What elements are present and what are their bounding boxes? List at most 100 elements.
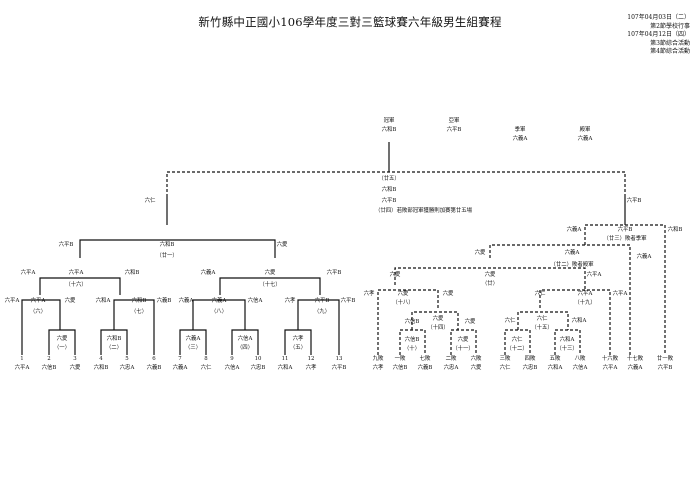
match-winner: 六信B bbox=[405, 335, 420, 343]
match-winner: 六愛 bbox=[57, 334, 68, 342]
match-winner: 六義A bbox=[212, 296, 227, 304]
match-right-team: 六愛 bbox=[277, 240, 288, 248]
team-seed: 2 bbox=[47, 356, 50, 362]
match-right-team: 六平B bbox=[341, 296, 356, 304]
team-name: 六信B bbox=[42, 363, 57, 371]
match-number: （廿） bbox=[482, 279, 498, 287]
team-name: 六義B bbox=[147, 363, 162, 371]
match-right-team: 六平B bbox=[327, 268, 342, 276]
team-name: 六平B bbox=[332, 363, 347, 371]
match-winner: 六義A bbox=[186, 334, 201, 342]
match-left-team: 六愛 bbox=[475, 248, 486, 256]
match-winner: 六愛 bbox=[458, 335, 469, 343]
loser-entry-name: 六信A bbox=[573, 363, 588, 371]
match-winner: 六和B bbox=[132, 296, 147, 304]
match-left-team: 六信B bbox=[405, 317, 420, 325]
rank-label-fourth: 殿軍 bbox=[580, 126, 591, 133]
match-number: （十） bbox=[404, 344, 420, 352]
loser-entry-name: 六仁 bbox=[500, 363, 511, 371]
match-left-team: 六孝 bbox=[364, 289, 375, 297]
team-name: 六平A bbox=[15, 363, 30, 371]
match-winner: 六平B bbox=[618, 225, 633, 233]
match-number: （十六） bbox=[65, 280, 87, 288]
match-left-team: 六和A bbox=[96, 296, 111, 304]
team-name: 六義A bbox=[173, 363, 188, 371]
team-name: 六愛 bbox=[70, 363, 81, 371]
rank-team-second: 六平B bbox=[447, 125, 462, 133]
match-number: （四） bbox=[237, 344, 253, 351]
schedule-line: 第2節學校行事 bbox=[650, 22, 690, 30]
loser-entry-loss: 三敗 bbox=[500, 354, 511, 362]
match-number: （十一） bbox=[452, 344, 474, 352]
match-left-team: 六義A bbox=[567, 225, 582, 233]
match-winner: 六愛 bbox=[485, 270, 496, 278]
winners-bracket: 六和B （廿一） 六平B 六愛 六平A （十六） 六平A 六和B 六愛 （十七）… bbox=[5, 240, 356, 351]
rank-team-third: 六義A bbox=[513, 134, 528, 142]
final-note: （廿四）若敗部冠軍獲勝則加賽第廿五場 bbox=[375, 206, 473, 214]
team-seed: 5 bbox=[125, 356, 129, 362]
match-number: （九） bbox=[314, 307, 330, 315]
loser-entry-name: 六義A bbox=[628, 363, 643, 371]
match-winner: 六愛 bbox=[433, 314, 444, 322]
match-left-team: 六平B bbox=[59, 240, 74, 248]
match-winner: 六愛 bbox=[398, 289, 409, 297]
team-seed: 12 bbox=[308, 356, 315, 362]
team-seed: 7 bbox=[178, 356, 182, 362]
match-number: （十五） bbox=[531, 323, 553, 331]
team-seed: 1 bbox=[20, 356, 23, 362]
loser-entry-loss: 廿一敗 bbox=[657, 354, 674, 362]
team-seed: 6 bbox=[152, 356, 156, 362]
loser-entry-name: 六平A bbox=[603, 363, 618, 371]
match-winner: 六愛 bbox=[265, 268, 276, 276]
match-right-team: 六平A bbox=[587, 270, 602, 278]
loser-entry-name: 六孝 bbox=[373, 363, 384, 371]
match-winner: 六和A bbox=[560, 335, 575, 343]
match-number: （廿一） bbox=[156, 251, 178, 259]
match-number: （廿三）敗者季軍 bbox=[603, 234, 647, 242]
schedule-line: 107年04月12日（四） bbox=[627, 31, 690, 39]
loser-entry-name: 六忠B bbox=[523, 363, 538, 371]
match-winner: 六義A bbox=[565, 248, 580, 256]
schedule-line: 第4節綜合活動 bbox=[650, 48, 690, 56]
final-upper-team: 六平B bbox=[382, 196, 397, 204]
rank-label-third: 季軍 bbox=[515, 125, 526, 133]
team-name: 六仁 bbox=[201, 363, 212, 371]
match-winner: 六和B bbox=[160, 240, 175, 248]
rankings: 冠軍 六和B 亞軍 六平B 季軍 六義A 殿軍 六義A bbox=[382, 117, 593, 142]
team-seed: 9 bbox=[230, 356, 234, 362]
loser-entry-name: 六和A bbox=[548, 363, 563, 371]
final-right-team: 六平B bbox=[627, 196, 642, 204]
match-right-team: 六和B bbox=[668, 225, 683, 233]
match-number: （廿二）敗者殿軍 bbox=[550, 260, 594, 268]
match-number: （十三） bbox=[556, 344, 578, 352]
loser-entry-loss: 一敗 bbox=[395, 354, 406, 362]
match-winner: 六仁 bbox=[512, 335, 523, 343]
match-winner: 六信A bbox=[238, 334, 253, 342]
match-winner: 六孝 bbox=[293, 334, 304, 342]
match-number: （七） bbox=[131, 307, 147, 315]
match-winner: 六和B bbox=[107, 334, 122, 342]
team-seed: 11 bbox=[282, 356, 289, 362]
match-number: （三） bbox=[185, 344, 201, 351]
final-match: （廿五） 六和B 六仁 六平B 六平B （廿四）若敗部冠軍獲勝則加賽第廿五場 bbox=[145, 174, 642, 214]
loser-entry-name: 六平B bbox=[658, 363, 673, 371]
match-number: （六） bbox=[30, 307, 46, 315]
team-seed: 4 bbox=[99, 356, 103, 362]
loser-entry-loss: 二敗 bbox=[446, 354, 457, 362]
team-name: 六和B bbox=[94, 363, 109, 371]
schedule-line: 第3節綜合活動 bbox=[650, 39, 690, 47]
loser-entry-loss: 五敗 bbox=[550, 354, 561, 362]
match-number: （十九） bbox=[574, 298, 596, 306]
match-left-team: 六平A bbox=[5, 296, 20, 304]
match-left-team: 六愛 bbox=[390, 270, 401, 278]
match-right-team: 六信A bbox=[248, 296, 263, 304]
match-winner: 六平A bbox=[69, 268, 84, 276]
match-right-team: 六愛 bbox=[465, 317, 476, 325]
match-winner: 六平A bbox=[578, 289, 593, 297]
match-left-team: 六仁 bbox=[535, 289, 546, 297]
schedule-info: 107年04月03日（二） 第2節學校行事 107年04月12日（四） 第3節綜… bbox=[627, 14, 690, 57]
team-name: 六忠A bbox=[120, 363, 135, 371]
match-number: （五） bbox=[290, 344, 306, 351]
team-name: 六孝 bbox=[306, 363, 317, 371]
